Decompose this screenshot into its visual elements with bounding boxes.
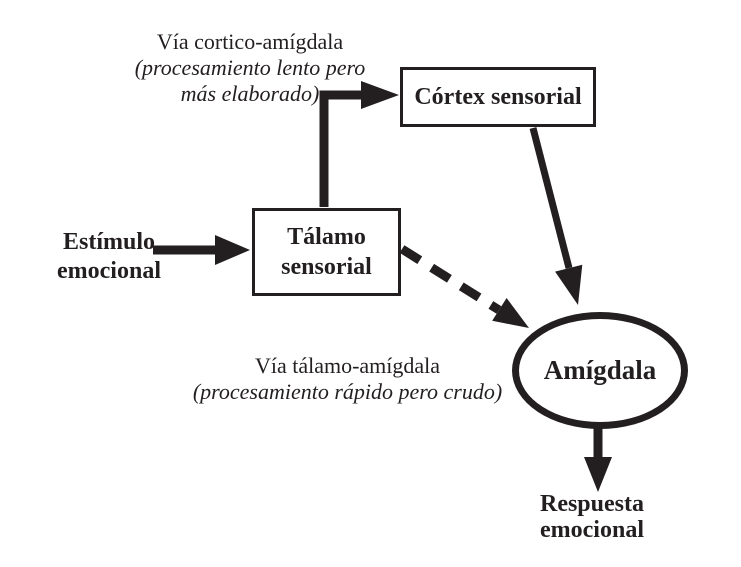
response-label: Respuesta emocional: [518, 491, 666, 543]
thalamus-node-line2: sensorial: [281, 254, 372, 280]
thalamus-node: Tálamo sensorial: [252, 208, 401, 296]
arrow-cortex-to-amygdala: [529, 127, 583, 305]
stimulus-label: Estímulo emocional: [44, 228, 174, 286]
arrow-thalamus-to-amygdala-dashed: [399, 245, 529, 328]
amygdala-node-label: Amígdala: [543, 355, 657, 385]
cortico-amigdala-path-label: Vía cortico-amígdala (procesamiento lent…: [95, 29, 405, 107]
cortex-node-label: Córtex sensorial: [414, 84, 582, 110]
stimulus-label-line1: Estímulo: [62, 229, 155, 255]
cortex-node: Córtex sensorial: [400, 67, 596, 127]
stimulus-label-line2: emocional: [57, 258, 161, 284]
arrow-amygdala-to-response: [584, 428, 612, 492]
talamo-amigdala-path-label: Vía tálamo-amígdala (procesamiento rápid…: [175, 353, 520, 405]
response-label-line1: Respuesta: [539, 491, 644, 517]
cortico-amigdala-path-note-line1: (procesamiento lento pero: [134, 55, 366, 80]
talamo-amigdala-path-title: Vía tálamo-amígdala: [254, 353, 441, 378]
amygdala-node: Amígdala: [512, 312, 688, 429]
response-label-line2: emocional: [540, 517, 644, 543]
cortico-amigdala-path-note-line2: más elaborado): [180, 81, 320, 106]
cortico-amigdala-path-title: Vía cortico-amígdala: [156, 29, 344, 54]
thalamus-node-line1: Tálamo: [287, 224, 366, 250]
talamo-amigdala-path-note: (procesamiento rápido pero crudo): [192, 379, 503, 404]
